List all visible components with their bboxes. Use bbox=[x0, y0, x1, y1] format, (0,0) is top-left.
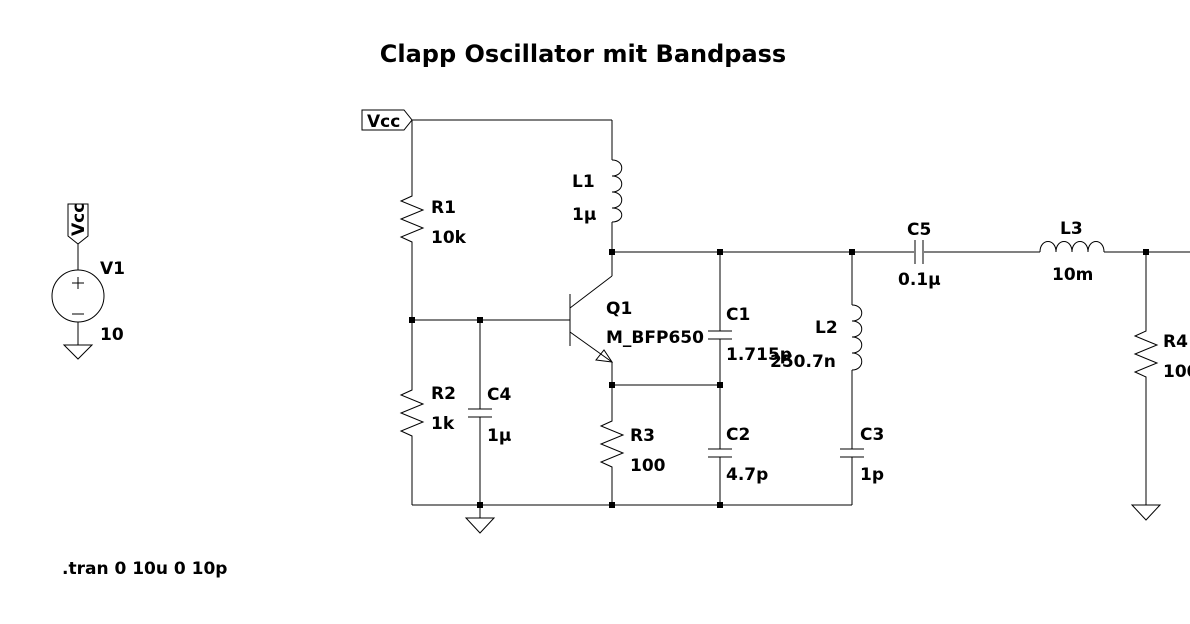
v1-name: V1 bbox=[100, 259, 125, 279]
resistor-r1[interactable]: R1 10k bbox=[399, 190, 467, 248]
capacitor-c1[interactable]: C1 1.715p bbox=[708, 305, 792, 365]
c5-value: 0.1µ bbox=[898, 270, 941, 290]
c1-value: 1.715p bbox=[726, 345, 792, 365]
r1-name: R1 bbox=[431, 198, 456, 218]
ground-symbol-main bbox=[464, 517, 496, 534]
c5-name: C5 bbox=[907, 220, 931, 240]
capacitor-c5[interactable]: C5 0.1µ bbox=[898, 220, 941, 290]
l2-name: L2 bbox=[815, 318, 838, 338]
resistor-r3[interactable]: R3 100 bbox=[599, 415, 666, 476]
c2-name: C2 bbox=[726, 425, 750, 445]
l3-name: L3 bbox=[1060, 219, 1083, 239]
r4-name: R4 bbox=[1163, 332, 1188, 352]
vcc-label-top-text: Vcc bbox=[367, 112, 400, 132]
c2-value: 4.7p bbox=[726, 465, 768, 485]
vcc-label-source-text: Vcc bbox=[69, 203, 89, 236]
r2-value: 1k bbox=[431, 414, 455, 434]
ground-symbol-v1 bbox=[62, 344, 94, 360]
voltage-source-v1[interactable]: Vcc V1 10 bbox=[51, 203, 125, 360]
vcc-net-label-top[interactable]: Vcc bbox=[361, 109, 413, 132]
l2-value: 250.7n bbox=[770, 352, 836, 372]
resistor-r4[interactable]: R4 100 bbox=[1133, 325, 1190, 382]
c3-value: 1p bbox=[860, 465, 884, 485]
c1-name: C1 bbox=[726, 305, 750, 325]
inductor-l3[interactable]: L3 10m bbox=[1039, 219, 1105, 285]
r2-name: R2 bbox=[431, 384, 456, 404]
q1-emitter-arrow bbox=[595, 349, 614, 363]
capacitor-c2[interactable]: C2 4.7p bbox=[708, 425, 768, 485]
q1-name: Q1 bbox=[606, 299, 632, 319]
q1-collector-lead bbox=[569, 275, 613, 309]
r1-value: 10k bbox=[431, 228, 467, 248]
junction-dots bbox=[409, 249, 1149, 508]
capacitor-c3[interactable]: C3 1p bbox=[840, 425, 884, 485]
inductor-l1[interactable]: L1 1µ bbox=[572, 159, 623, 225]
schematic-title: Clapp Oscillator mit Bandpass bbox=[380, 40, 786, 68]
l3-value: 10m bbox=[1052, 265, 1093, 285]
c4-value: 1µ bbox=[487, 426, 511, 446]
r4-value: 100 bbox=[1163, 362, 1190, 382]
l1-name: L1 bbox=[572, 172, 595, 192]
vcc-net-label-source bbox=[67, 203, 89, 245]
r3-name: R3 bbox=[630, 426, 655, 446]
c3-name: C3 bbox=[860, 425, 884, 445]
q1-emitter-lead bbox=[569, 331, 613, 363]
r3-value: 100 bbox=[630, 456, 666, 476]
inductor-l2[interactable]: L2 250.7n bbox=[770, 304, 863, 372]
wires bbox=[411, 119, 1190, 518]
l1-value: 1µ bbox=[572, 205, 596, 225]
resistor-r2[interactable]: R2 1k bbox=[399, 384, 456, 438]
spice-directive[interactable]: .tran 0 10u 0 10p bbox=[62, 559, 227, 579]
c4-name: C4 bbox=[487, 385, 511, 405]
ground-symbol-r4 bbox=[1130, 504, 1162, 521]
v1-value: 10 bbox=[100, 325, 124, 345]
transistor-q1[interactable]: Q1 M_BFP650 bbox=[569, 275, 704, 363]
capacitor-c4[interactable]: C4 1µ bbox=[468, 385, 511, 446]
q1-value: M_BFP650 bbox=[606, 328, 704, 348]
